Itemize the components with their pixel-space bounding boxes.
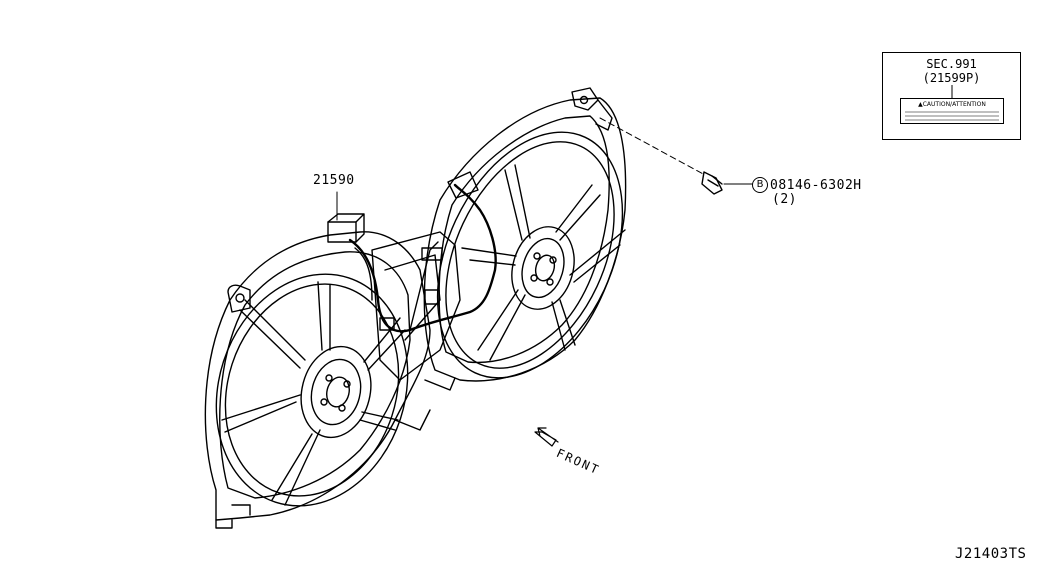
caution-part-code: (21599P) <box>922 71 981 85</box>
right-shroud-inner <box>438 115 610 364</box>
bolt-symbol-icon: B <box>752 177 768 193</box>
caution-text: ▲CAUTION/ATTENTION <box>918 101 986 108</box>
section-reference: SEC.991 <box>926 57 977 71</box>
center-bridge <box>371 231 461 381</box>
bolt-leader <box>599 117 706 176</box>
left-fan-hub <box>300 345 372 439</box>
mount-tab-left <box>227 284 251 313</box>
wiring-harness <box>348 183 497 333</box>
inset-leader <box>951 85 953 99</box>
right-fan-hub <box>511 226 575 310</box>
caution-label-drawing: ▲CAUTION/ATTENTION <box>900 98 1004 124</box>
part-number-label: 21590 <box>313 173 355 188</box>
diagram-id: J21403TS <box>955 546 1027 562</box>
caution-label-inset: SEC.991 (21599P) ▲CAUTION/ATTENTION <box>882 52 1021 140</box>
mount-tab-top-right <box>571 87 599 111</box>
right-fan-ring <box>436 131 624 379</box>
bolt-code-label: 08146-6302H <box>770 178 862 193</box>
harness-connector <box>327 221 357 243</box>
bolt-quantity-label: (2) <box>772 192 797 207</box>
left-fan-ring <box>215 273 409 507</box>
front-arrow-icon <box>534 427 559 447</box>
